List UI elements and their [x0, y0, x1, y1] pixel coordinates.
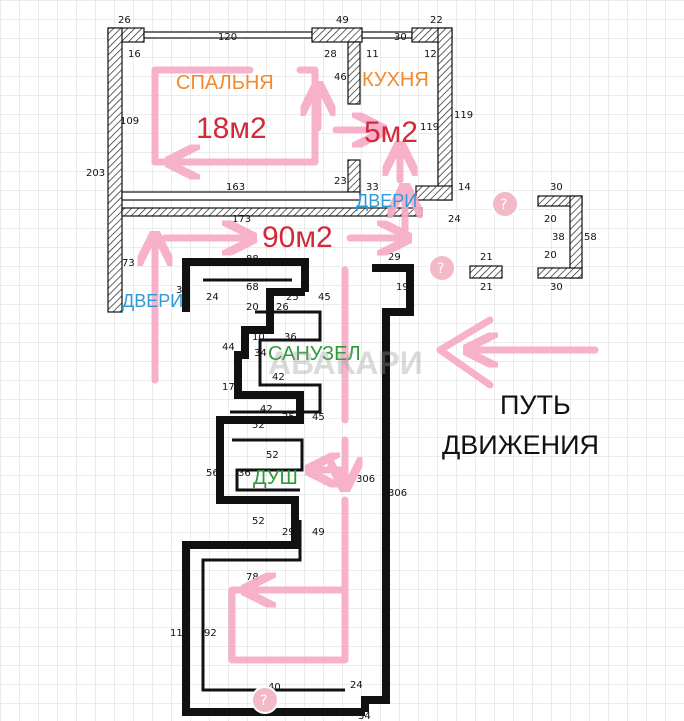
path-note-line1: ПУТЬ [500, 390, 571, 420]
dim-label: 26 [118, 15, 131, 26]
dim-label: 22 [430, 15, 443, 26]
dim-label: 49 [336, 15, 349, 26]
dim-label: 16 [128, 49, 141, 60]
dim-label: 119 [454, 110, 473, 121]
dim-label: 68 [246, 282, 259, 293]
dim-label: 20 [544, 250, 557, 261]
marker-text: ? [500, 197, 507, 213]
dim-label: 25 [282, 412, 295, 423]
dim-label: 306 [388, 488, 407, 499]
dim-label: 20 [544, 214, 557, 225]
dim-label: 46 [334, 72, 347, 83]
dim-label: 73 [122, 258, 135, 269]
unknown-marker: ? [251, 686, 279, 714]
dim-label: 14 [458, 182, 471, 193]
dim-label: 52 [252, 420, 265, 431]
walls [107, 27, 583, 716]
dim-label: 29 [282, 527, 295, 538]
dim-label: 19 [396, 282, 409, 293]
dim-label: 29 [388, 252, 401, 263]
dim-label: 28 [324, 49, 337, 60]
room-label-bedroom: СПАЛЬНЯ [176, 72, 274, 94]
dim-label: 92 [204, 628, 217, 639]
dim-label: 12 [424, 49, 437, 60]
dimension-labels: 26 120 49 22 30 16 28 11 12 46 109 119 1… [86, 15, 597, 721]
dim-label: 21 [480, 252, 493, 263]
dim-label: 44 [222, 342, 235, 353]
dim-label: 25 [286, 292, 299, 303]
movement-path [155, 66, 599, 664]
dim-label: 21 [480, 282, 493, 293]
dim-label: 52 [266, 450, 279, 461]
dim-label: 36 [284, 332, 297, 343]
dim-label: 24 [350, 680, 363, 691]
area-kitchen: 5м2 [364, 116, 418, 149]
dim-label: 42 [260, 404, 273, 415]
door-label-upper: ДВЕРИ [356, 191, 417, 211]
dim-label: 306 [356, 474, 375, 485]
dim-label: 24 [448, 214, 461, 225]
dim-label: 203 [86, 168, 105, 179]
room-label-bathroom: САНУЗЕЛ [268, 343, 361, 365]
unknown-marker: ? [428, 254, 456, 282]
dim-label: 34 [176, 285, 189, 296]
dim-label: 109 [120, 116, 139, 127]
dim-label: 88 [246, 254, 259, 265]
dim-label: 78 [246, 572, 259, 583]
watermark: АВАКАРИ [268, 345, 423, 381]
dim-label: 38 [552, 232, 565, 243]
dim-label: 45 [312, 412, 325, 423]
dim-label: 163 [226, 182, 245, 193]
dim-label: 30 [394, 32, 407, 43]
dim-label: 58 [584, 232, 597, 243]
dim-label: 42 [272, 372, 285, 383]
dim-label: 30 [550, 282, 563, 293]
marker-text: ? [260, 693, 267, 709]
dim-label: 36 [238, 468, 251, 479]
dim-label: 34 [254, 348, 267, 359]
area-bedroom: 18м2 [196, 112, 267, 145]
dim-label: 49 [312, 527, 325, 538]
dim-label: 119 [420, 122, 439, 133]
dim-label: 120 [218, 32, 237, 43]
dim-label: 30 [550, 182, 563, 193]
dim-label: 11 [366, 49, 379, 60]
dim-label: 34 [358, 711, 371, 721]
path-note-line2: ДВИЖЕНИЯ [442, 430, 599, 460]
area-corridor: 90м2 [262, 221, 333, 254]
dim-label: 173 [232, 214, 251, 225]
dim-label: 33 [366, 182, 379, 193]
door-label-lower: ДВЕРИ [122, 291, 183, 311]
dim-label: 52 [252, 516, 265, 527]
dim-label: 23 [334, 176, 347, 187]
dim-label: 78 [234, 540, 247, 551]
unknown-marker: ? [491, 190, 519, 218]
room-label-shower: ДУШ [253, 467, 298, 489]
room-label-kitchen: КУХНЯ [362, 69, 429, 91]
dim-label: 10 [252, 332, 265, 343]
marker-text: ? [437, 261, 444, 277]
dim-label: 112 [170, 628, 189, 639]
dim-label: 26 [276, 302, 289, 313]
dim-label: 20 [246, 302, 259, 313]
dim-label: 17 [222, 382, 235, 393]
dim-label: 24 [206, 292, 219, 303]
dim-label: 56 [206, 468, 219, 479]
dim-label: 40 [268, 682, 281, 693]
dim-label: 45 [318, 292, 331, 303]
